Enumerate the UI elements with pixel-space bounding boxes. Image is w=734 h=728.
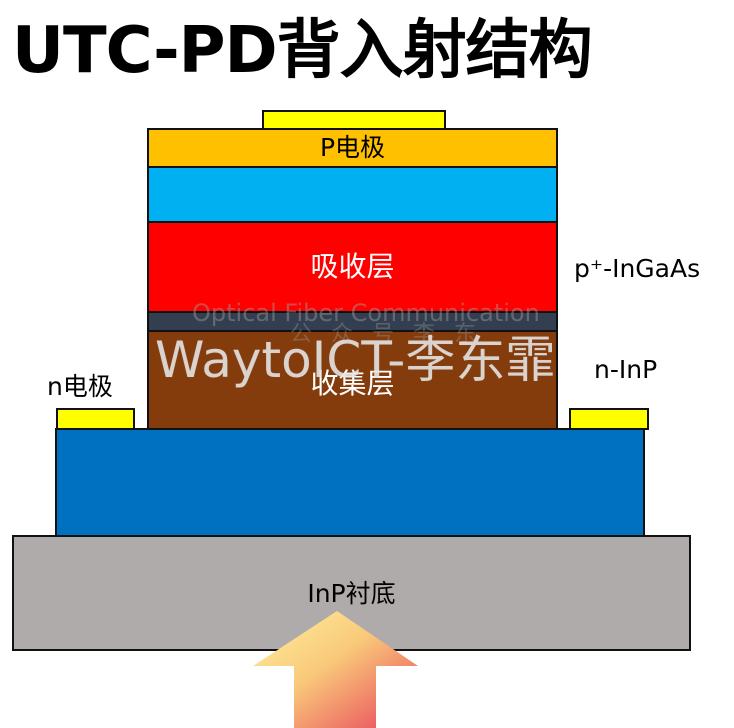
- window-layer: [147, 166, 558, 223]
- collection-layer-label: 收集层: [310, 367, 395, 400]
- p-contact-pad: [262, 110, 446, 130]
- substrate-label: InP衬底: [307, 579, 396, 608]
- n-electrode-label: n电极: [47, 372, 113, 401]
- collection-material-label: n-InP: [594, 355, 658, 384]
- n-contact-layer: [55, 428, 645, 537]
- incident-light-arrow-icon: [253, 611, 418, 728]
- page-title: UTC-PD背入射结构: [12, 14, 593, 88]
- n-contact-pad-right: [569, 408, 649, 430]
- absorption-layer: 吸收层: [147, 221, 558, 313]
- watermark-subtitle: Optical Fiber Communication: [192, 299, 540, 327]
- n-contact-pad-left: [56, 408, 135, 430]
- absorption-material-label: p⁺-InGaAs: [574, 254, 701, 283]
- p-electrode-layer: P电极: [147, 128, 558, 168]
- absorption-layer-label: 吸收层: [310, 250, 395, 283]
- watermark-subtitle-cn: 公 众 号 李 东: [290, 322, 482, 347]
- watermark-text: WaytoICT-李东霏: [155, 331, 556, 389]
- p-electrode-label: P电极: [319, 133, 386, 162]
- collection-layer: 收集层: [147, 330, 558, 430]
